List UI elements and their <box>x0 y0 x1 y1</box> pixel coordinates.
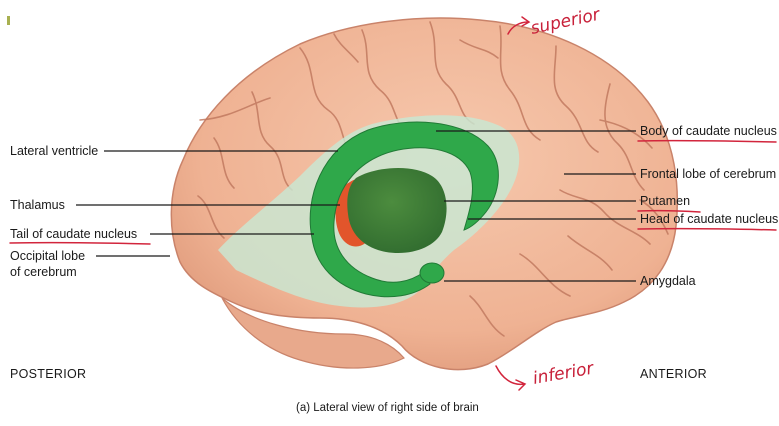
amygdala-shape <box>420 263 444 283</box>
annotation-superior: superior <box>529 5 603 39</box>
label-anterior: ANTERIOR <box>640 367 707 381</box>
label-occipital-lobe-line1: Occipital lobe <box>10 249 85 263</box>
label-tail-of-caudate-nucleus: Tail of caudate nucleus <box>10 227 137 241</box>
label-occipital-lobe-line2: of cerebrum <box>10 265 77 279</box>
label-posterior: POSTERIOR <box>10 367 86 381</box>
annotation-inferior: inferior <box>531 358 596 388</box>
label-lateral-ventricle: Lateral ventricle <box>10 144 98 158</box>
label-amygdala: Amygdala <box>640 274 696 288</box>
label-body-of-caudate-nucleus: Body of caudate nucleus <box>640 124 777 138</box>
label-frontal-lobe: Frontal lobe of cerebrum <box>640 167 776 181</box>
inferior-annotation: inferior <box>496 358 596 390</box>
putamen-shape <box>347 168 446 253</box>
label-head-of-caudate-nucleus: Head of caudate nucleus <box>640 212 778 226</box>
figure-caption: (a) Lateral view of right side of brain <box>296 402 479 414</box>
label-putamen: Putamen <box>640 194 690 208</box>
label-thalamus: Thalamus <box>10 198 65 212</box>
corner-mark <box>7 16 10 25</box>
inferior-arrow-icon <box>496 366 525 390</box>
